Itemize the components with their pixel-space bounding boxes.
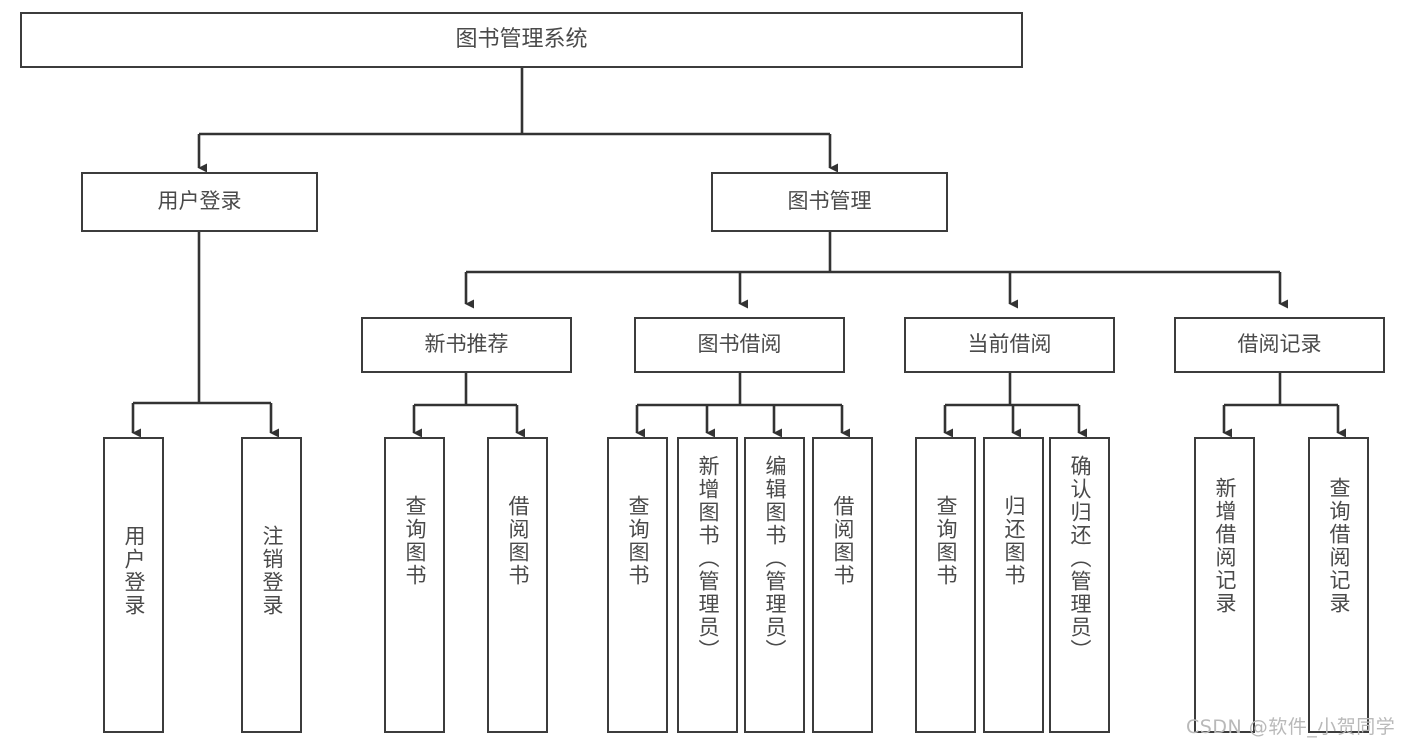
node-root-book-management-system[interactable]: 图书管理系统 [20,12,1023,68]
node-leaf-add-book-admin[interactable]: 新增图书（管理员） [677,437,738,733]
node-label: 借阅图书 [506,495,530,587]
node-label: 当前借阅 [967,332,1052,357]
node-book-management[interactable]: 图书管理 [711,172,948,232]
node-label: 新增图书（管理员） [696,455,720,662]
node-leaf-borrow-book[interactable]: 借阅图书 [812,437,873,733]
node-borrow-record[interactable]: 借阅记录 [1174,317,1385,373]
watermark-text: CSDN @软件_小贺同学 [1186,716,1396,738]
node-label: 用户登录 [157,189,242,214]
node-leaf-user-login[interactable]: 用户登录 [103,437,164,733]
node-label: 新增借阅记录 [1213,477,1237,615]
node-label: 用户登录 [122,525,146,617]
node-leaf-add-borrow-record[interactable]: 新增借阅记录 [1194,437,1255,733]
node-leaf-edit-book-admin[interactable]: 编辑图书（管理员） [744,437,805,733]
node-leaf-query-borrow-record[interactable]: 查询借阅记录 [1308,437,1369,733]
node-leaf-query-book-recommend[interactable]: 查询图书 [384,437,445,733]
node-label: 借阅记录 [1237,332,1322,357]
node-label: 图书管理 [787,189,872,214]
node-label: 查询图书 [934,495,958,587]
node-user-login[interactable]: 用户登录 [81,172,318,232]
node-new-book-recommend[interactable]: 新书推荐 [361,317,572,373]
node-leaf-query-book-current[interactable]: 查询图书 [915,437,976,733]
node-current-borrow[interactable]: 当前借阅 [904,317,1115,373]
node-label: 归还图书 [1002,495,1026,587]
node-book-borrow[interactable]: 图书借阅 [634,317,845,373]
node-label: 图书管理系统 [455,26,588,52]
node-leaf-logout[interactable]: 注销登录 [241,437,302,733]
node-leaf-query-book-borrow[interactable]: 查询图书 [607,437,668,733]
node-leaf-return-book[interactable]: 归还图书 [983,437,1044,733]
node-label: 新书推荐 [424,332,509,357]
node-label: 确认归还（管理员） [1068,455,1092,662]
node-label: 借阅图书 [831,495,855,587]
node-label: 查询借阅记录 [1327,477,1351,615]
node-label: 编辑图书（管理员） [763,455,787,662]
node-label: 注销登录 [260,525,284,617]
node-leaf-confirm-return-admin[interactable]: 确认归还（管理员） [1049,437,1110,733]
node-leaf-borrow-book-recommend[interactable]: 借阅图书 [487,437,548,733]
node-label: 查询图书 [403,495,427,587]
node-label: 查询图书 [626,495,650,587]
node-label: 图书借阅 [697,332,782,357]
